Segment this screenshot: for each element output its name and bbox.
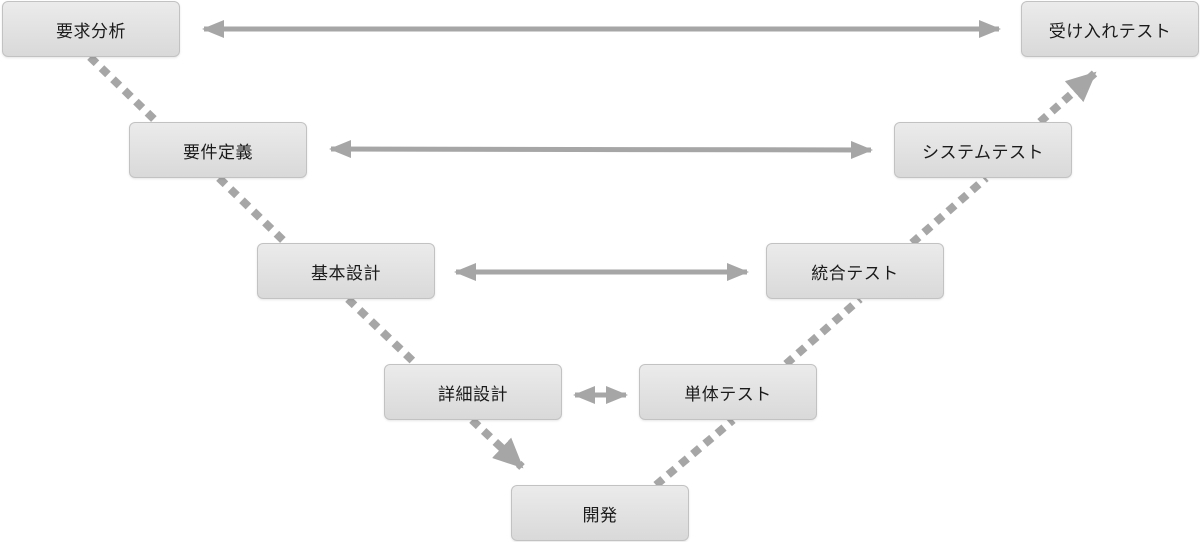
phase-label: 受け入れテスト — [1048, 21, 1172, 42]
flow-line-integration-test-to-system-test — [909, 174, 989, 247]
phase-label: 単体テスト — [684, 384, 772, 405]
phase-box-unit-test: 単体テスト — [639, 364, 817, 420]
phase-box-integration-test: 統合テスト — [766, 243, 944, 299]
phase-label: 開発 — [582, 505, 618, 526]
phase-box-basic-design: 基本設計 — [257, 243, 435, 299]
flow-line-detail-design-to-development — [469, 417, 525, 470]
flow-line-basic-design-to-detail-design — [345, 296, 419, 367]
correspondence-arrow-requirements-system-test — [329, 140, 873, 159]
phase-box-requirements-analysis: 要求分析 — [2, 1, 180, 57]
phase-label: 詳細設計 — [438, 384, 508, 405]
phase-box-detailed-design: 詳細設計 — [384, 364, 562, 420]
phase-box-requirements-definition: 要件定義 — [129, 122, 307, 178]
phase-label: 統合テスト — [811, 263, 899, 284]
flow-line-requirements-to-basic-design — [216, 175, 289, 246]
phase-label: システムテスト — [922, 142, 1044, 163]
phase-box-acceptance-test: 受け入れテスト — [1021, 1, 1199, 57]
phase-box-development: 開発 — [511, 485, 689, 541]
phase-label: 基本設計 — [311, 263, 381, 284]
flow-line-unit-test-to-integration-test — [783, 295, 863, 368]
phase-label: 要件定義 — [183, 142, 253, 163]
phase-box-system-test: システムテスト — [894, 122, 1072, 178]
phase-label: 要求分析 — [56, 21, 126, 42]
flow-line-req-analysis-to-requirements — [87, 54, 160, 125]
flow-line-development-to-unit-test — [653, 416, 736, 489]
flow-line-system-test-to-acceptance-test — [1037, 70, 1098, 125]
